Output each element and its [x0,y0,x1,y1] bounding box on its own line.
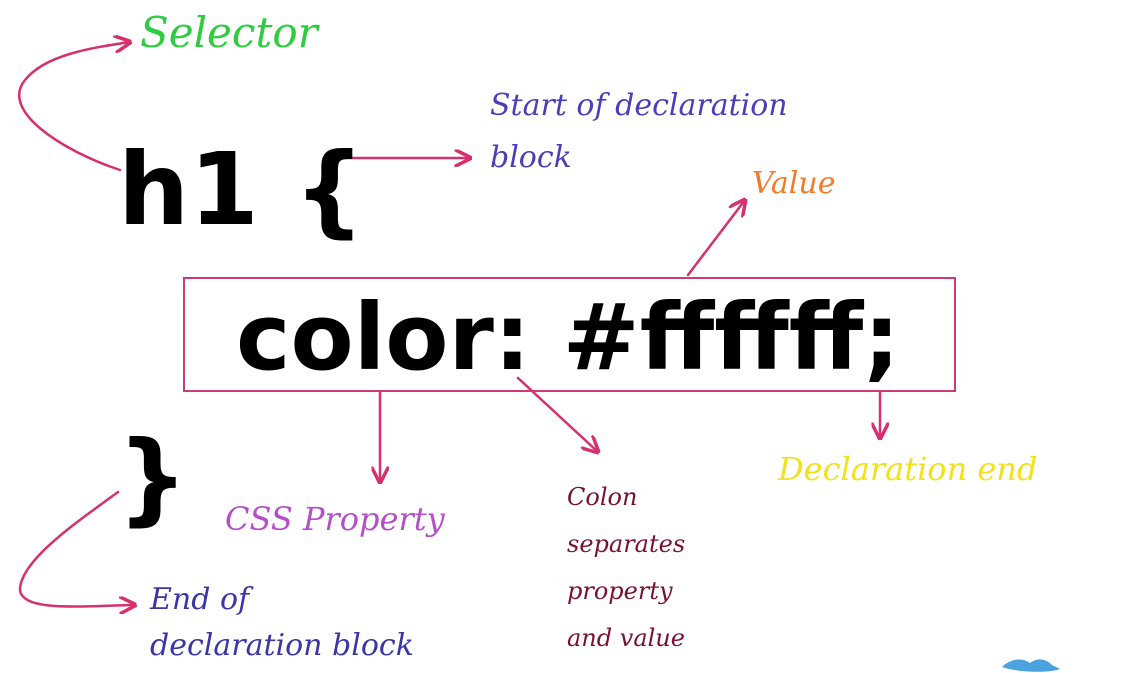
start-block-label-line1: Start of declaration [490,88,788,123]
closing-brace-code: } [117,419,189,536]
colon-label-line2: separates [567,530,686,558]
declaration-end-label: Declaration end [778,450,1038,488]
colon-label-line1: Colon [567,483,638,511]
selector-label: Selector [140,8,318,57]
css-property-label: CSS Property [225,500,445,538]
arrow-end-block [18,490,135,606]
start-block-label-line2: block [490,140,572,175]
arrow-value [686,200,745,277]
twitter-bird-icon [1002,659,1060,672]
selector-code: h1 { [118,131,365,248]
value-label: Value [752,166,836,201]
arrow-selector [17,42,130,172]
colon-label-line3: property [567,577,673,605]
colon-label-line4: and value [567,624,685,652]
end-block-label-line1: End of [150,582,250,617]
declaration-box [183,277,956,392]
end-block-label-line2: declaration block [150,628,414,663]
declaration-code: color: #ffffff; [236,284,901,391]
